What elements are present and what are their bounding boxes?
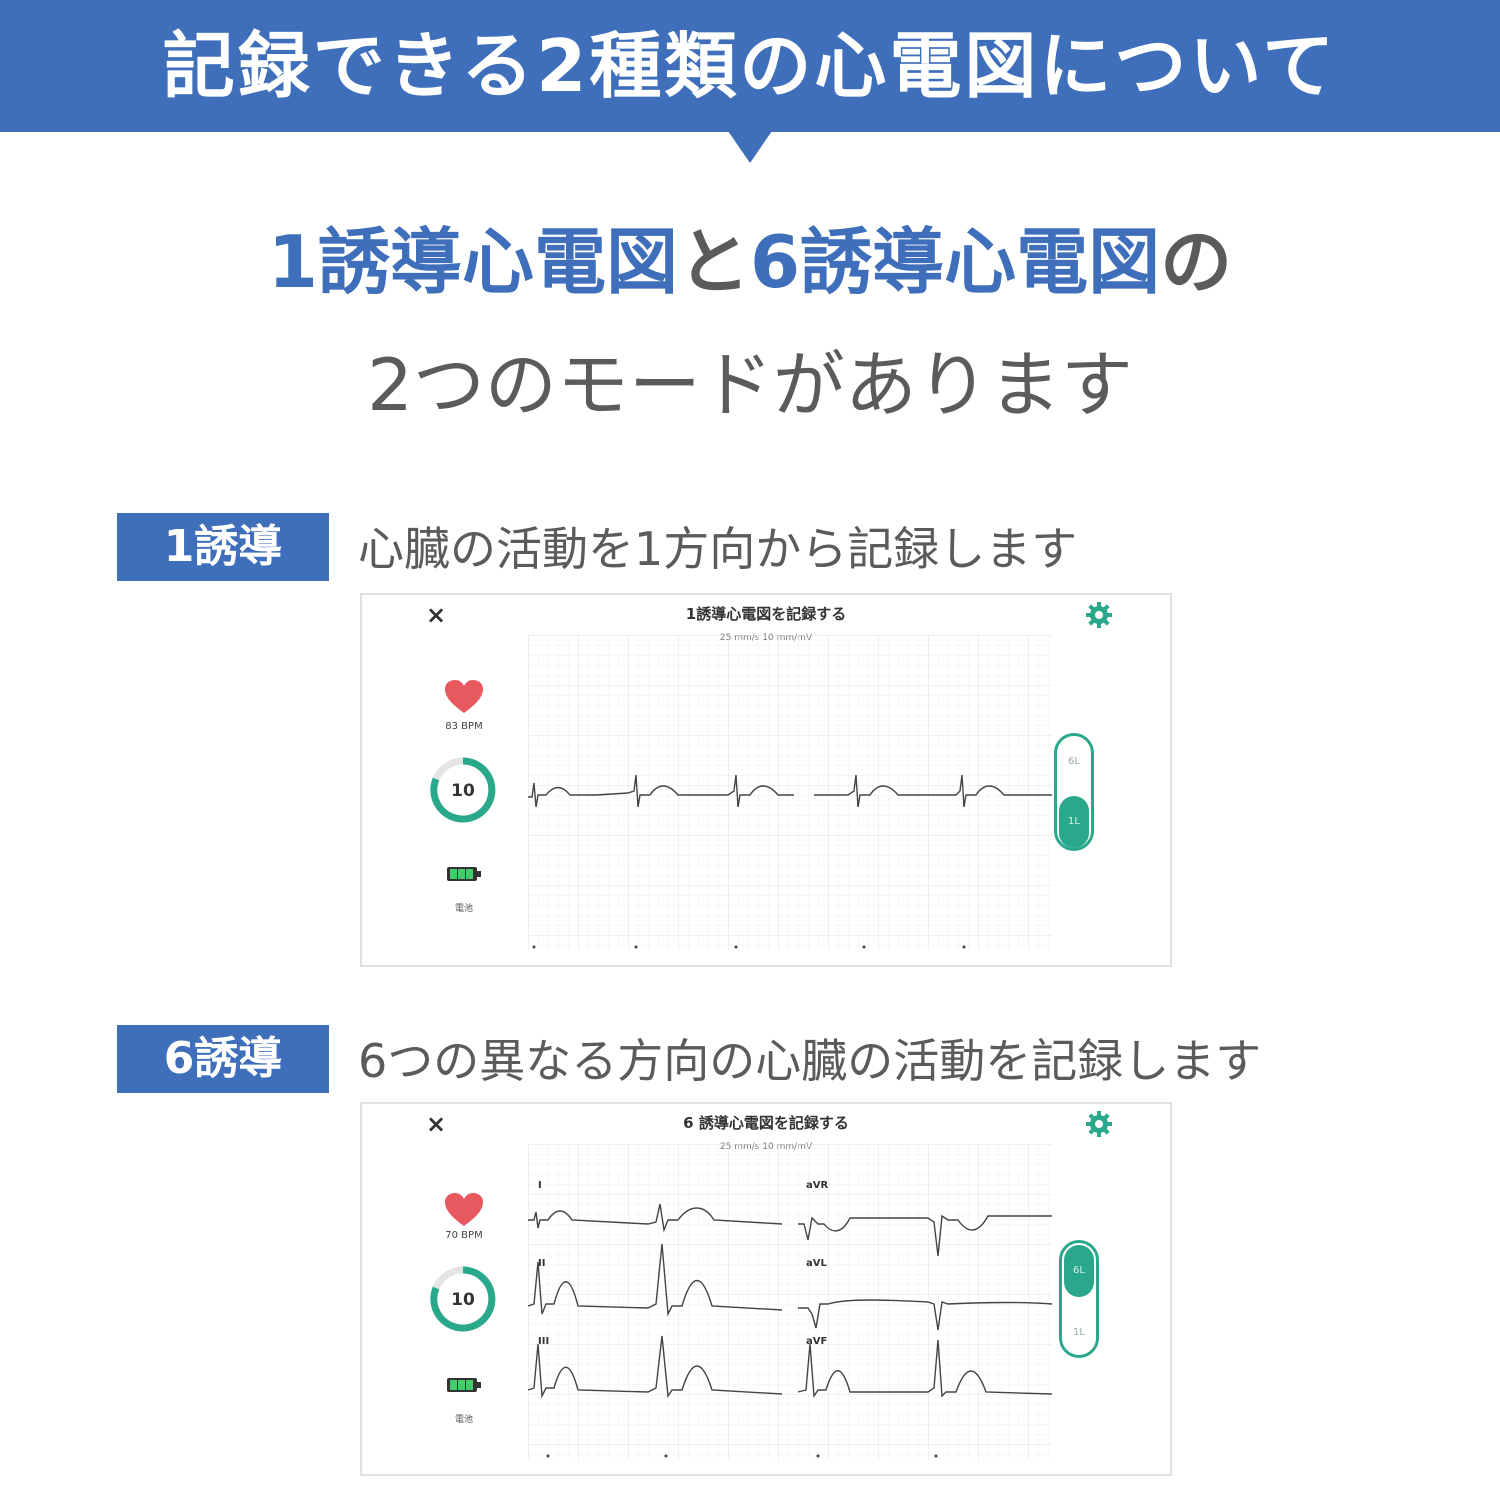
heart-icon [445, 680, 483, 713]
ecg-grid [528, 635, 1052, 951]
countdown-timer: 10 [430, 1266, 496, 1332]
header-banner [0, 0, 1500, 132]
close-icon[interactable]: × [426, 601, 447, 629]
bpm-readout: 70 BPM [445, 1230, 483, 1241]
battery-icon [447, 1378, 481, 1392]
headline-1-lead: 1誘導心電図 [267, 220, 678, 304]
screen-title: 6 誘導心電図を記録する [683, 1114, 849, 1132]
banner-title: 記録できる2種類の心電図について [162, 24, 1338, 108]
lead-label-avr: aVR [806, 1180, 829, 1191]
bpm-readout: 83 BPM [445, 721, 483, 732]
mode-description-1-lead: 心臓の活動を1方向から記録します [358, 522, 1078, 576]
lead-label-ii: II [538, 1258, 546, 1269]
lead-mode-toggle[interactable]: 6L 1L [1059, 1240, 1099, 1358]
toggle-option-1l[interactable]: 1L [1068, 816, 1080, 827]
ecg-trace-lead-ii [528, 1243, 783, 1317]
ecg-trace-lead-i [528, 1203, 783, 1233]
toggle-option-6l[interactable]: 6L [1073, 1265, 1085, 1276]
heart-icon [445, 1193, 483, 1226]
countdown-timer: 10 [430, 757, 496, 823]
ecg-trace-lead-avr [798, 1214, 1052, 1257]
banner-arrow [728, 131, 772, 163]
lead-label-i: I [538, 1180, 542, 1191]
close-icon[interactable]: × [426, 1110, 447, 1138]
toggle-option-6l[interactable]: 6L [1068, 756, 1080, 767]
ecg-screen-1-lead: × 1誘導心電図を記録する 25 mm/s 10 mm/mV 83 BPM 10… [360, 593, 1172, 967]
lead-label-avl: aVL [806, 1258, 827, 1269]
toggle-knob-selected[interactable]: 1L [1059, 796, 1089, 848]
headline-conjunction: と [677, 220, 750, 304]
gear-icon[interactable] [1084, 600, 1114, 630]
timer-value: 10 [451, 1290, 475, 1310]
headline-line-1: 1誘導心電図と6誘導心電図の [0, 215, 1500, 310]
mode-badge-6-lead: 6誘導 [117, 1025, 329, 1093]
toggle-option-1l[interactable]: 1L [1073, 1327, 1085, 1338]
battery-icon [447, 867, 481, 881]
screen-title: 1誘導心電図を記録する [685, 605, 847, 623]
battery-label: 電池 [454, 1415, 473, 1425]
toggle-knob-selected[interactable]: 6L [1064, 1245, 1094, 1297]
ecg-trace-segment-2 [814, 774, 1052, 808]
headline-6-lead: 6誘導心電図 [750, 220, 1161, 304]
ecg-trace-lead-avf [797, 1339, 1052, 1399]
mode-description-6-lead: 6つの異なる方向の心臓の活動を記録します [358, 1034, 1262, 1088]
ecg-trace-lead-avl [798, 1299, 1052, 1331]
lead-mode-toggle[interactable]: 6L 1L [1054, 733, 1094, 851]
timer-value: 10 [451, 781, 475, 801]
gear-icon[interactable] [1084, 1109, 1114, 1139]
headline-line-2: 2つのモードがあります [367, 343, 1133, 427]
ecg-grid [528, 1144, 1052, 1460]
lead-label-avf: aVF [806, 1336, 828, 1347]
ecg-screen-6-lead: × 6 誘導心電図を記録する 25 mm/s 10 mm/mV 70 BPM 1… [360, 1102, 1172, 1476]
mode-badge-1-lead: 1誘導 [117, 513, 329, 581]
battery-label: 電池 [454, 904, 473, 914]
lead-label-iii: III [538, 1336, 550, 1347]
headline-particle: の [1160, 220, 1233, 304]
ecg-trace-segment-1 [528, 774, 794, 808]
ecg-trace-lead-iii [528, 1335, 783, 1399]
